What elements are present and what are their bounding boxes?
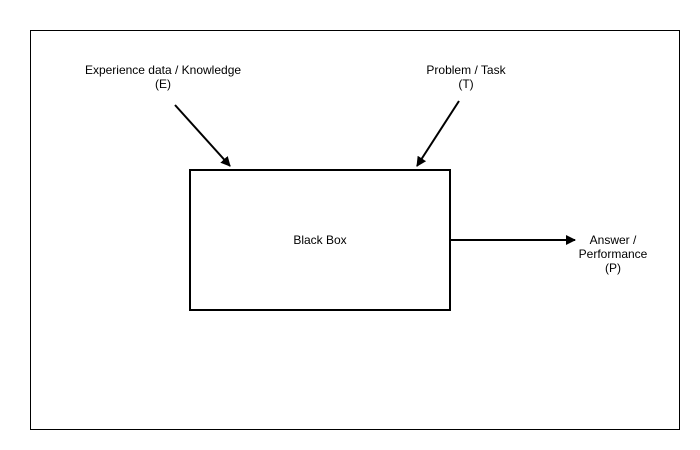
black-box: Black Box: [189, 169, 451, 311]
problem-input-label-line2: (T): [458, 77, 474, 91]
experience-input-label: Experience data / Knowledge (E): [63, 63, 263, 91]
problem-input-label: Problem / Task (T): [406, 63, 526, 91]
black-box-label: Black Box: [293, 233, 347, 247]
answer-output-label-line2: Performance: [578, 247, 648, 261]
experience-input-label-line1: Experience data / Knowledge: [84, 63, 242, 77]
answer-output-label-line3: (P): [605, 261, 621, 275]
diagram-frame: [30, 30, 680, 430]
problem-input-label-line1: Problem / Task: [426, 63, 506, 77]
answer-output-label: Answer / Performance (P): [568, 233, 658, 275]
experience-input-label-line2: (E): [155, 77, 171, 91]
answer-output-label-line1: Answer /: [589, 233, 637, 247]
